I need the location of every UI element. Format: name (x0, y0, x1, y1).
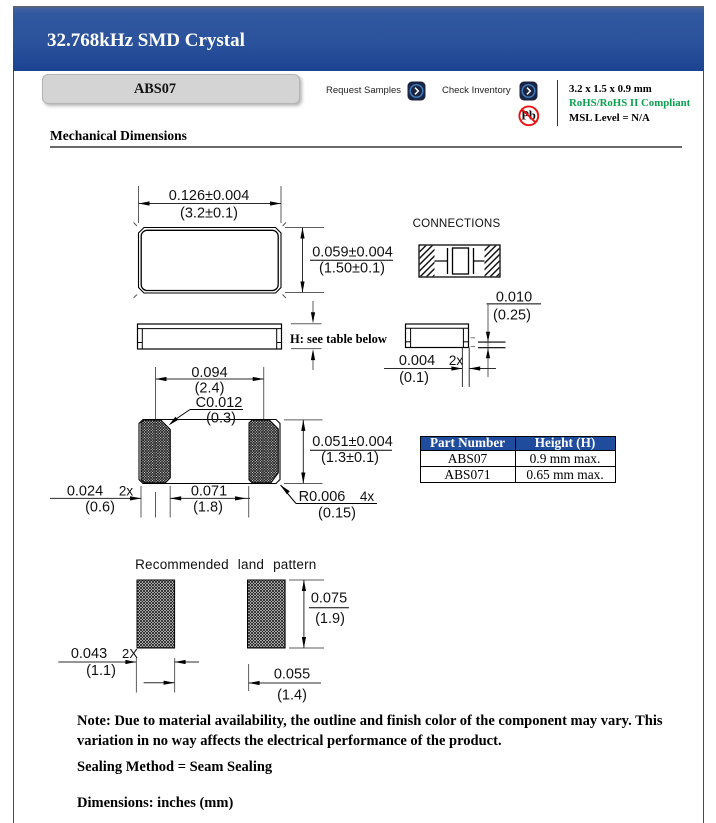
svg-text:CONNECTIONS: CONNECTIONS (413, 217, 501, 230)
svg-text:2x: 2x (449, 353, 464, 368)
svg-text:0.055: 0.055 (274, 667, 310, 683)
svg-text:R0.006: R0.006 (299, 489, 346, 505)
svg-text:0.024: 0.024 (67, 484, 103, 500)
svg-text:0.051±0.004: 0.051±0.004 (312, 434, 393, 450)
svg-text:0.075: 0.075 (311, 591, 347, 607)
svg-text:(1.50±0.1): (1.50±0.1) (319, 261, 385, 277)
svg-text:0.010: 0.010 (496, 290, 532, 306)
svg-text:(0.1): (0.1) (399, 370, 429, 386)
svg-text:0.071: 0.071 (191, 484, 227, 500)
svg-text:0.126±0.004: 0.126±0.004 (169, 188, 250, 204)
svg-text:(2.4): (2.4) (195, 381, 225, 397)
svg-text:(1.4): (1.4) (277, 688, 307, 704)
svg-text:(1.8): (1.8) (193, 500, 223, 516)
svg-text:(0.25): (0.25) (493, 308, 531, 324)
svg-text:0.043: 0.043 (71, 646, 107, 662)
svg-text:(1.1): (1.1) (86, 663, 116, 679)
svg-text:Recommended land pattern: Recommended land pattern (135, 557, 316, 572)
svg-text:(0.6): (0.6) (85, 500, 115, 516)
svg-text:2x: 2x (119, 484, 134, 499)
svg-text:0.059±0.004: 0.059±0.004 (312, 245, 393, 261)
svg-text:(1.9): (1.9) (315, 611, 345, 627)
svg-text:0.004: 0.004 (399, 353, 435, 369)
svg-text:0.094: 0.094 (191, 365, 227, 381)
svg-text:C0.012: C0.012 (196, 395, 243, 411)
svg-text:2X: 2X (122, 646, 138, 661)
svg-text:4x: 4x (360, 489, 375, 504)
svg-text:(1.3±0.1): (1.3±0.1) (321, 450, 379, 466)
svg-text:(0.15): (0.15) (318, 506, 356, 522)
svg-text:(3.2±0.1): (3.2±0.1) (180, 206, 238, 222)
svg-text:(0.3): (0.3) (206, 411, 236, 427)
